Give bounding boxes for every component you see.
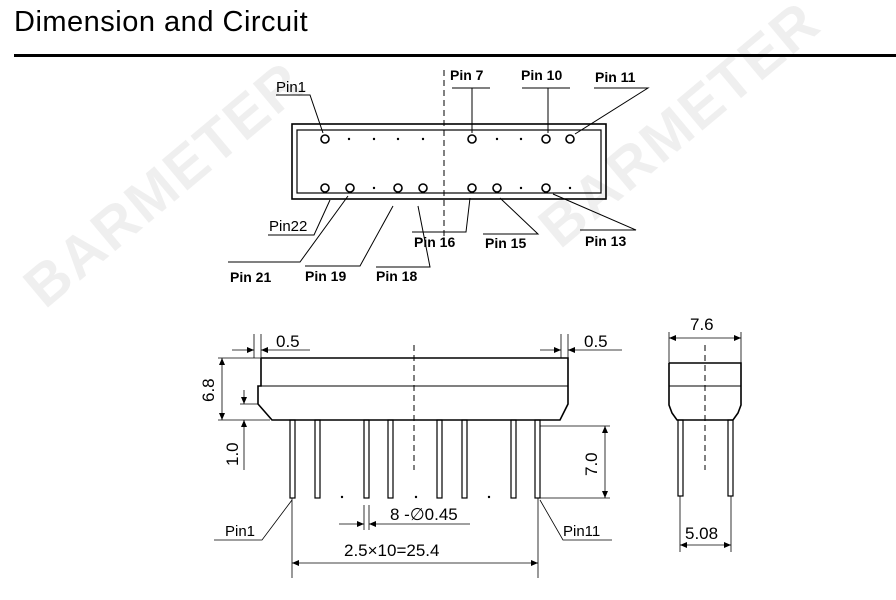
dim-pitch: 2.5×10=25.4	[344, 541, 439, 560]
pin1-front-label: Pin1	[225, 523, 255, 540]
leader-lines	[228, 87, 650, 268]
watermark: BARMETER	[12, 49, 318, 320]
pin11-front-label: Pin11	[563, 523, 600, 540]
pin-hole	[467, 183, 477, 193]
top-view	[228, 70, 650, 268]
side-body-outline	[668, 362, 742, 421]
pin-hole	[418, 183, 428, 193]
page-title: Dimension and Circuit	[14, 6, 309, 38]
pin-leads	[289, 419, 541, 499]
pin10-label: Pin 10	[521, 67, 562, 83]
side-pin-right	[727, 419, 734, 497]
pin11-label: Pin 11	[595, 69, 636, 85]
pin-hole	[541, 183, 551, 193]
pin-hole	[320, 134, 330, 144]
bottom-pin-row	[320, 183, 551, 193]
dim-height: 6.8	[199, 378, 218, 402]
side-pin-left	[677, 419, 684, 497]
dim-pin-length: 7.0	[582, 452, 601, 476]
front-view	[214, 334, 622, 578]
body-outline	[257, 357, 569, 421]
pin7-label: Pin 7	[450, 67, 484, 83]
pin-hole	[565, 134, 575, 144]
top-pin-row	[320, 134, 575, 144]
bottom-pin-dots	[372, 186, 572, 190]
pin19-label: Pin 19	[305, 268, 346, 284]
title-divider	[14, 54, 896, 57]
pin-hole	[492, 183, 502, 193]
package-inner-outline	[296, 129, 602, 194]
dim-right-offset: 0.5	[584, 332, 608, 351]
dim-left-offset: 0.5	[276, 332, 300, 351]
pin1-label: Pin1	[276, 79, 306, 96]
pin-hole	[320, 183, 330, 193]
pin-hole	[393, 183, 403, 193]
pin22-label: Pin22	[269, 218, 307, 235]
pin15-label: Pin 15	[485, 235, 526, 251]
pin21-label: Pin 21	[230, 269, 271, 285]
pin-hole	[345, 183, 355, 193]
side-view	[668, 332, 742, 552]
dim-base: 1.0	[223, 442, 242, 466]
dim-side-pin-spacing: 5.08	[685, 524, 718, 543]
pin-hole	[467, 134, 477, 144]
package-outline	[291, 123, 607, 200]
pin18-label: Pin 18	[376, 268, 417, 284]
pin16-label: Pin 16	[414, 234, 455, 250]
pin-hole	[541, 134, 551, 144]
dim-side-width: 7.6	[690, 315, 714, 334]
dim-pin-diameter: 8 -∅0.45	[390, 505, 458, 524]
watermark-group: BARMETER BARMETER	[12, 0, 833, 320]
top-pin-dots	[347, 137, 523, 141]
pin13-label: Pin 13	[585, 233, 626, 249]
